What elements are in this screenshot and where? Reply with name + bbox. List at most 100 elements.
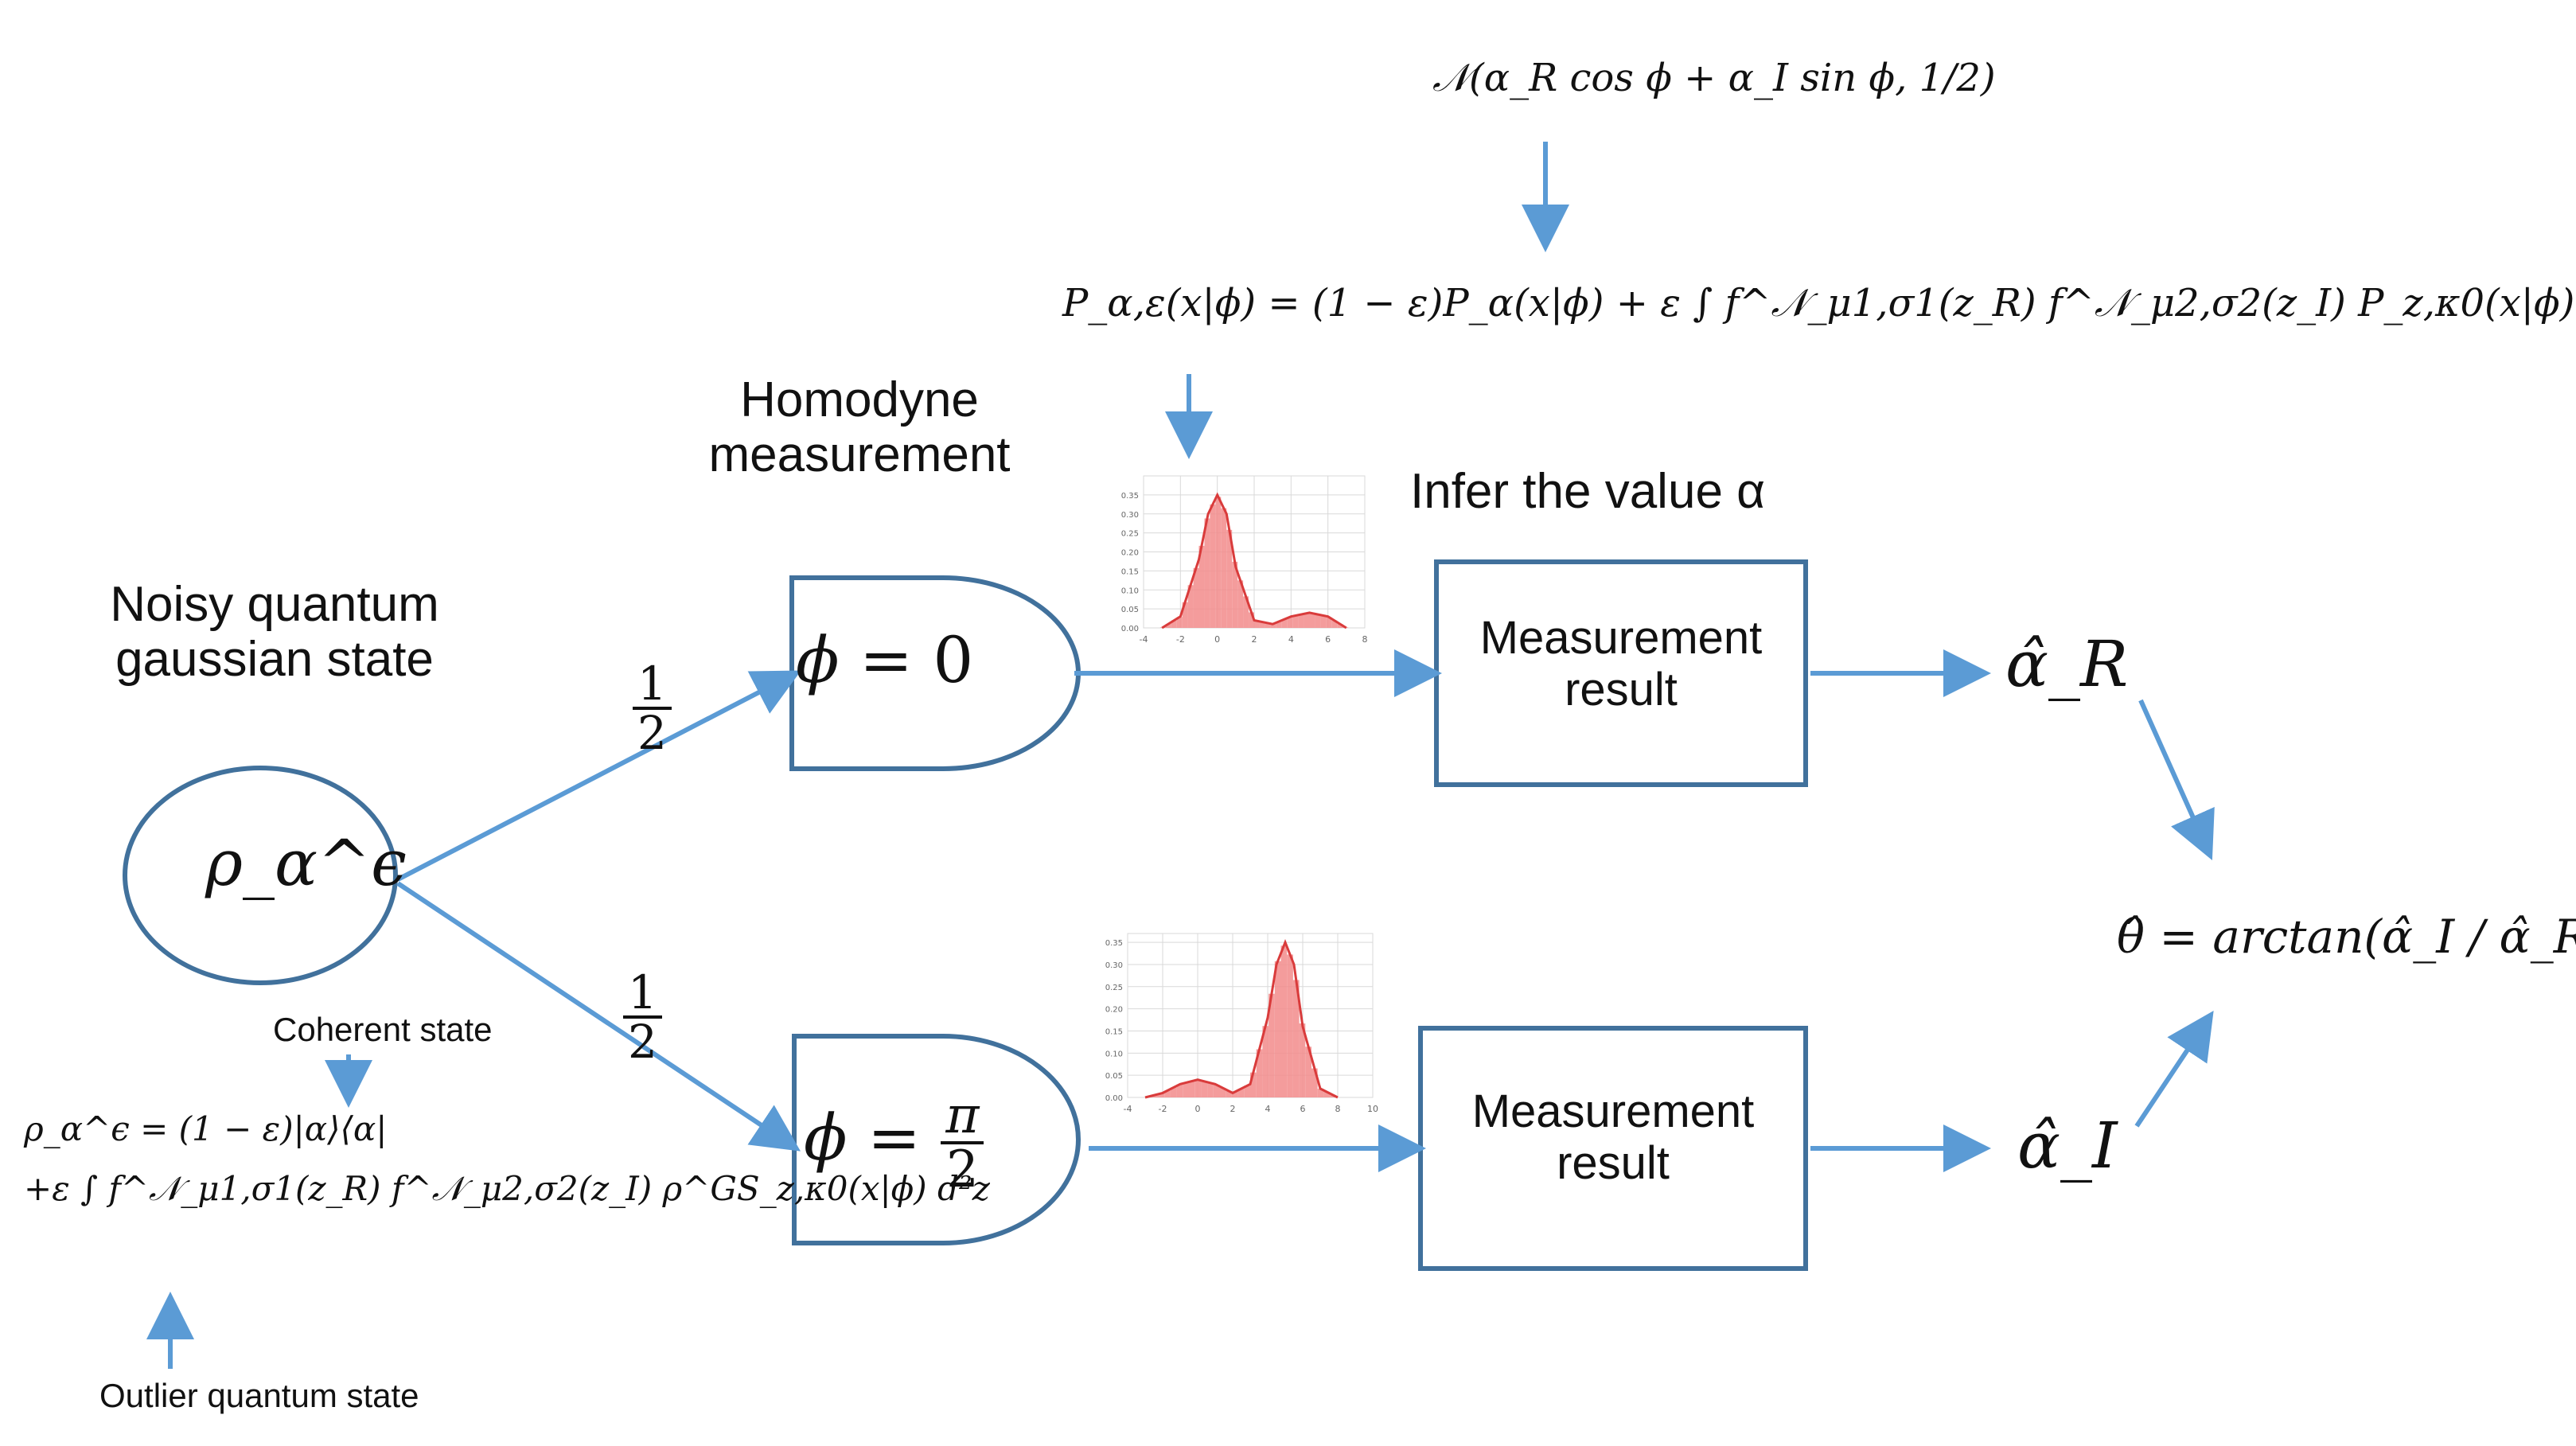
hist-y-tick-label: 0.10 (1121, 587, 1139, 595)
hist-bar (1183, 1082, 1189, 1097)
hist-bar (1331, 620, 1338, 628)
hist-y-tick-label: 0.15 (1121, 567, 1139, 576)
noisy-state-label: Noisy quantum gaussian state (24, 577, 525, 688)
hist-bar (1210, 504, 1216, 628)
hist-x-tick-label: 4 (1265, 1104, 1271, 1114)
hist-x-tick-label: 6 (1325, 634, 1331, 645)
alpha-i-hat: α̂_I (2017, 1109, 2118, 1183)
hist-bar (1292, 615, 1299, 628)
hist-x-tick-label: 8 (1335, 1104, 1341, 1114)
rho-state-symbol: ρ_α^ϵ (205, 828, 407, 899)
hist-bar (1204, 518, 1210, 628)
hist-bar (1152, 1094, 1159, 1097)
hist-bar (1317, 1089, 1324, 1097)
hist-bar (1158, 1093, 1165, 1097)
normal-distribution-formula: 𝒩(α_R cos ϕ + α_I sin ϕ, 1/2) (1432, 56, 1996, 100)
hist-bar (1269, 993, 1275, 1097)
noisy-state-line2: gaussian state (115, 632, 434, 688)
hist-bar (1299, 1023, 1306, 1097)
phi-pi2-num: π (941, 1090, 984, 1144)
hist-y-tick-label: 0.20 (1121, 549, 1139, 558)
half-bottom-den: 2 (628, 1015, 657, 1069)
hist-bar (1213, 1085, 1220, 1097)
rho-state-text: ρ_α^ϵ (205, 826, 407, 900)
hist-x-tick-label: 6 (1300, 1104, 1306, 1114)
hist-bar (1276, 621, 1282, 628)
hist-x-tick-label: -4 (1140, 634, 1148, 645)
hist-bar (1171, 620, 1177, 628)
hist-bar (1298, 614, 1304, 628)
hist-bar (1189, 1081, 1195, 1097)
hist-bar (1326, 617, 1332, 628)
phi-pi2-eq: ϕ = (804, 1101, 941, 1175)
hist-bar (1237, 580, 1244, 628)
hist-x-tick-label: -2 (1159, 1104, 1167, 1114)
hist-bar (1165, 623, 1171, 628)
result-top-line2: result (1565, 663, 1678, 715)
noisy-state-line1: Noisy quantum (110, 577, 439, 632)
hist-bar (1170, 1087, 1177, 1097)
hist-bar (1221, 508, 1227, 628)
hist-bar (1176, 617, 1183, 628)
hist-bar (1292, 980, 1300, 1097)
alpha-r-hat: α̂_R (2005, 627, 2129, 701)
hist-bar (1254, 621, 1260, 628)
hist-bar (1187, 585, 1194, 628)
hist-y-tick-label: 0.35 (1121, 492, 1139, 501)
hist-bar (1309, 613, 1315, 628)
hist-y-tick-label: 0.20 (1105, 1006, 1123, 1015)
hist-bar (1323, 1092, 1331, 1097)
hist-bar (1219, 1088, 1226, 1097)
hist-x-tick-label: 0 (1195, 1104, 1201, 1114)
result-bottom-line1: Measurement (1471, 1085, 1755, 1137)
result-bottom-line2: result (1557, 1136, 1670, 1189)
hist-y-tick-label: 0.05 (1105, 1072, 1123, 1081)
state-ellipse (123, 766, 398, 985)
hist-x-tick-label: 2 (1230, 1104, 1236, 1114)
hist-y-tick-label: 0.30 (1121, 511, 1139, 520)
hist-x-tick-label: 2 (1252, 634, 1257, 645)
hist-x-tick-label: -2 (1176, 634, 1185, 645)
hist-bar (1304, 613, 1310, 628)
hist-bar (1232, 561, 1238, 628)
hist-bar (1164, 1090, 1171, 1097)
hist-bar (1215, 497, 1222, 628)
arrow-state-to-phi0 (396, 670, 801, 882)
hist-bar (1194, 1079, 1202, 1097)
outlier-state-label: Outlier quantum state (99, 1377, 419, 1414)
hist-bar (1280, 945, 1288, 1097)
homodyne-label: Homodyne measurement (637, 372, 1082, 483)
hist-y-tick-label: 0.10 (1105, 1050, 1123, 1058)
hist-x-tick-label: 4 (1288, 634, 1294, 645)
infer-value-label: Infer the value α (1410, 464, 1765, 519)
hist-x-tick-label: 10 (1367, 1104, 1378, 1114)
phi-zero-value: 0 (933, 623, 974, 697)
hist-bar (1226, 1090, 1232, 1097)
hist-y-tick-label: 0.30 (1105, 961, 1123, 970)
hist-bar (1265, 623, 1271, 628)
hist-bar (1243, 596, 1249, 628)
hist-bar (1287, 617, 1293, 628)
hist-y-tick-label: 0.15 (1105, 1027, 1123, 1036)
hist-bar (1249, 612, 1254, 628)
probability-formula: P_α,ε(x|ϕ) = (1 − ε)P_α(x|ϕ) + ε ∫ f^𝒩_μ… (1062, 281, 2576, 325)
hist-density-line (1144, 939, 1339, 1099)
hist-bar (1198, 545, 1205, 628)
hist-density-line (1161, 492, 1347, 629)
half-bottom-num: 1 (623, 969, 662, 1019)
hist-bar (1193, 567, 1199, 628)
hist-bar (1244, 1085, 1250, 1097)
hist-bar (1305, 1046, 1311, 1097)
hist-bar (1226, 529, 1233, 628)
hist-y-tick-label: 0.05 (1121, 606, 1139, 614)
hist-bar (1287, 954, 1293, 1097)
coherent-state-label: Coherent state (273, 1011, 493, 1048)
arrow-alphai-to-theta (2134, 1011, 2214, 1128)
rho-formula-line1: ρ_α^ϵ = (1 − ε)|α⟩⟨α| (24, 1109, 388, 1148)
result-top-line1: Measurement (1479, 612, 1763, 664)
